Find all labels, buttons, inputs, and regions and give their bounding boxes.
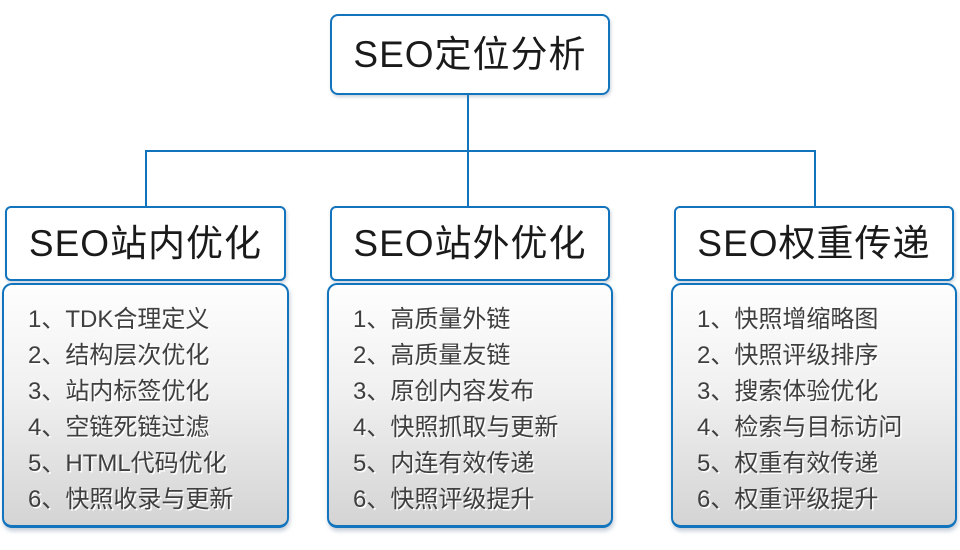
- list-item: 2、结构层次优化: [28, 342, 210, 369]
- root-node-title: SEO定位分析: [353, 34, 587, 75]
- list-item: 4、检索与目标访问: [697, 414, 903, 441]
- column-offsite-title: SEO站外优化: [353, 223, 587, 264]
- connector-horizontal-bus: [145, 150, 816, 152]
- list-item: 1、快照增缩略图: [697, 306, 879, 333]
- list-item: 6、权重评级提升: [697, 486, 879, 513]
- list-item: 2、快照评级排序: [697, 342, 879, 369]
- list-item: 3、站内标签优化: [28, 378, 210, 405]
- column-offsite-optimization: SEO站外优化 1、高质量外链 2、高质量友链 3、原创内容发布 4、快照抓取与…: [327, 206, 613, 528]
- list-item: 1、TDK合理定义: [28, 306, 210, 333]
- root-node: SEO定位分析: [330, 14, 610, 95]
- list-item: 3、搜索体验优化: [697, 378, 879, 405]
- connector-drop-right: [814, 151, 816, 206]
- list-item: 6、快照收录与更新: [28, 486, 234, 513]
- list-item: 3、原创内容发布: [353, 378, 535, 405]
- column-weight-transfer: SEO权重传递 1、快照增缩略图 2、快照评级排序 3、搜索体验优化 4、检索与…: [671, 206, 957, 528]
- list-item: 5、权重有效传递: [697, 450, 879, 477]
- list-item: 6、快照评级提升: [353, 486, 535, 513]
- column-weight-title: SEO权重传递: [697, 223, 931, 264]
- column-weight-list: 1、快照增缩略图 2、快照评级排序 3、搜索体验优化 4、检索与目标访问 5、权…: [671, 283, 957, 528]
- column-onsite-optimization: SEO站内优化 1、TDK合理定义 2、结构层次优化 3、站内标签优化 4、空链…: [2, 206, 289, 528]
- list-item: 5、HTML代码优化: [28, 450, 227, 477]
- list-item: 4、快照抓取与更新: [353, 414, 559, 441]
- column-weight-header: SEO权重传递: [674, 206, 954, 281]
- list-item: 4、空链死链过滤: [28, 414, 210, 441]
- connector-drop-left: [145, 151, 147, 206]
- list-item: 5、内连有效传递: [353, 450, 535, 477]
- column-onsite-title: SEO站内优化: [28, 223, 263, 264]
- list-item: 2、高质量友链: [353, 342, 511, 369]
- list-item: 1、高质量外链: [353, 306, 511, 333]
- column-offsite-header: SEO站外优化: [330, 206, 610, 281]
- column-offsite-list: 1、高质量外链 2、高质量友链 3、原创内容发布 4、快照抓取与更新 5、内连有…: [327, 283, 613, 528]
- column-onsite-list: 1、TDK合理定义 2、结构层次优化 3、站内标签优化 4、空链死链过滤 5、H…: [2, 283, 289, 528]
- column-onsite-header: SEO站内优化: [5, 206, 286, 281]
